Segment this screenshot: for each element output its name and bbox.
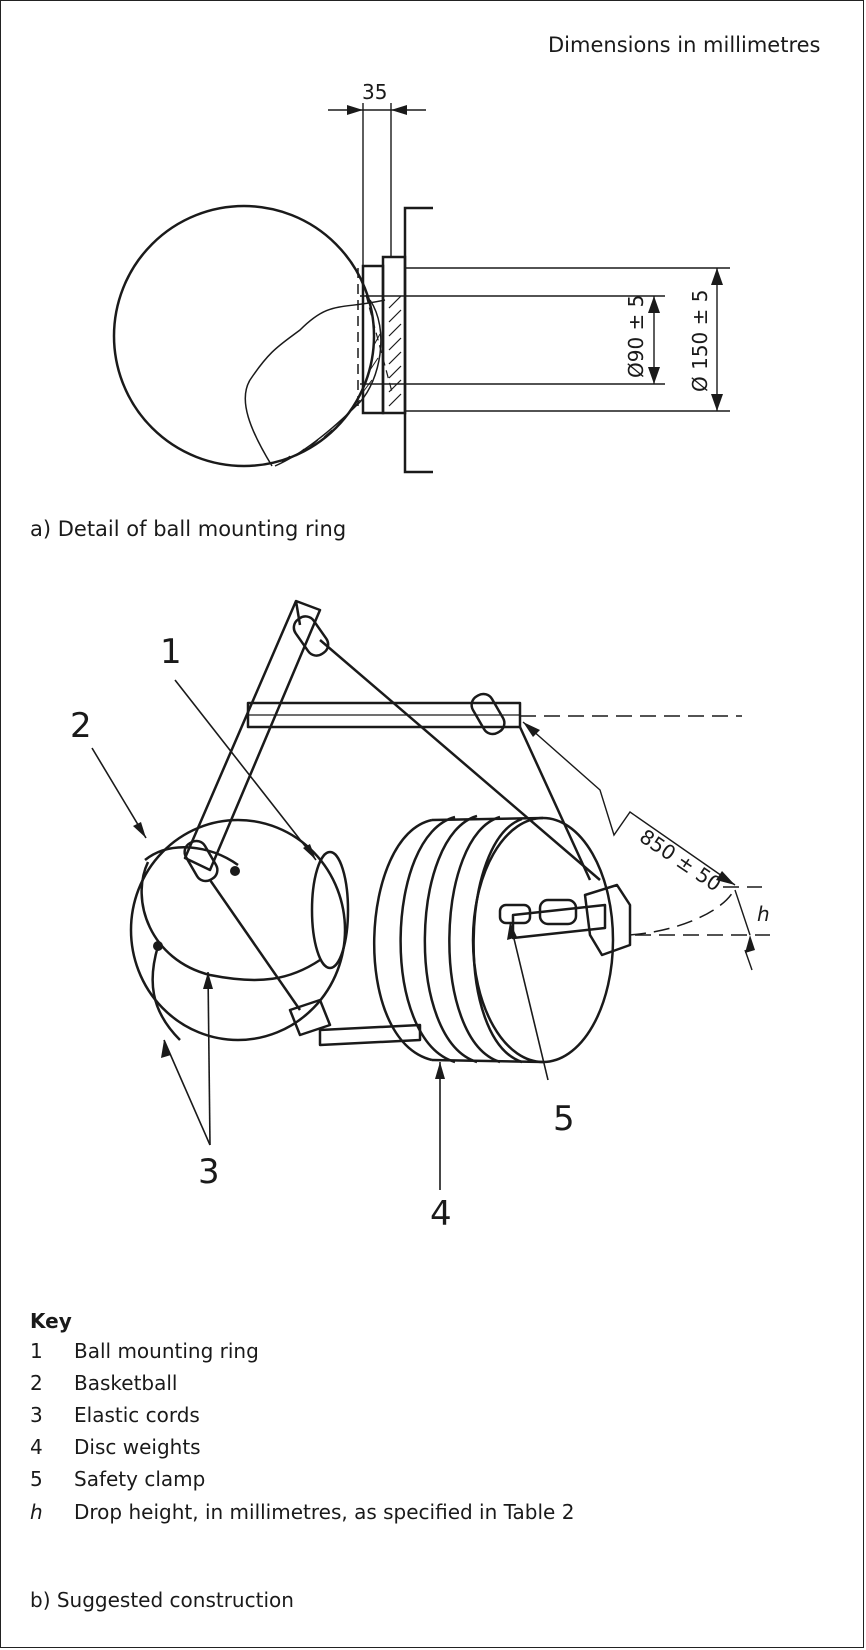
ball-outline [129,818,347,1042]
callout-4: 4 [430,1194,452,1234]
dim-inner-dia-label: Ø90 ± 5 [624,295,648,378]
callout-2: 2 [70,706,92,746]
key-item: h Drop height, in millimetres, as specifi… [30,1500,574,1524]
key-text: Basketball [74,1371,178,1395]
key-symbol: 5 [30,1467,43,1491]
key-text: Safety clamp [74,1467,206,1491]
key-symbol: 1 [30,1339,43,1363]
key-symbol: 3 [30,1403,43,1427]
ring-flange [361,264,385,415]
key-item: 4 Disc weights [30,1435,201,1459]
key-item: 3 Elastic cords [30,1403,200,1427]
key-symbol: 4 [30,1435,43,1459]
dim-length-label: 850 ± 50 [635,824,726,896]
key-text: Drop height, in millimetres, as specifie… [74,1500,575,1524]
figure-a-caption: a) Detail of ball mounting ring [30,517,347,541]
callout-1: 1 [160,632,182,672]
dim-h-label: h [757,902,770,926]
key-title: Key [30,1309,72,1333]
key-symbol: h [30,1500,43,1524]
key-symbol: 2 [30,1371,43,1395]
key-text: Elastic cords [74,1403,200,1427]
mount-ring [310,850,350,970]
dim-width-label: 35 [362,80,387,104]
figure-b-caption: b) Suggested construction [30,1588,294,1612]
bottom-clamp [288,998,332,1037]
figure-b-drawing: 850 ± 50 h 1 2 3 4 5 [70,599,770,1234]
safety-clamp-screw [498,903,532,925]
callout-5: 5 [553,1099,575,1139]
frame-arm [183,599,322,872]
units-note: Dimensions in millimetres [548,33,821,57]
key-text: Ball mounting ring [74,1339,259,1363]
key-item: 1 Ball mounting ring [30,1339,259,1363]
ball-outline [112,204,376,468]
dim-outer-dia-label: Ø 150 ± 5 [688,290,712,392]
key-item: 2 Basketball [30,1371,177,1395]
callout-3: 3 [198,1152,220,1192]
key-item: 5 Safety clamp [30,1467,205,1491]
figure-a-drawing: 35 Ø90 ± 5 Ø 150 ± 5 [112,80,730,474]
key-text: Disc weights [74,1435,201,1459]
clamp-block [583,883,632,957]
